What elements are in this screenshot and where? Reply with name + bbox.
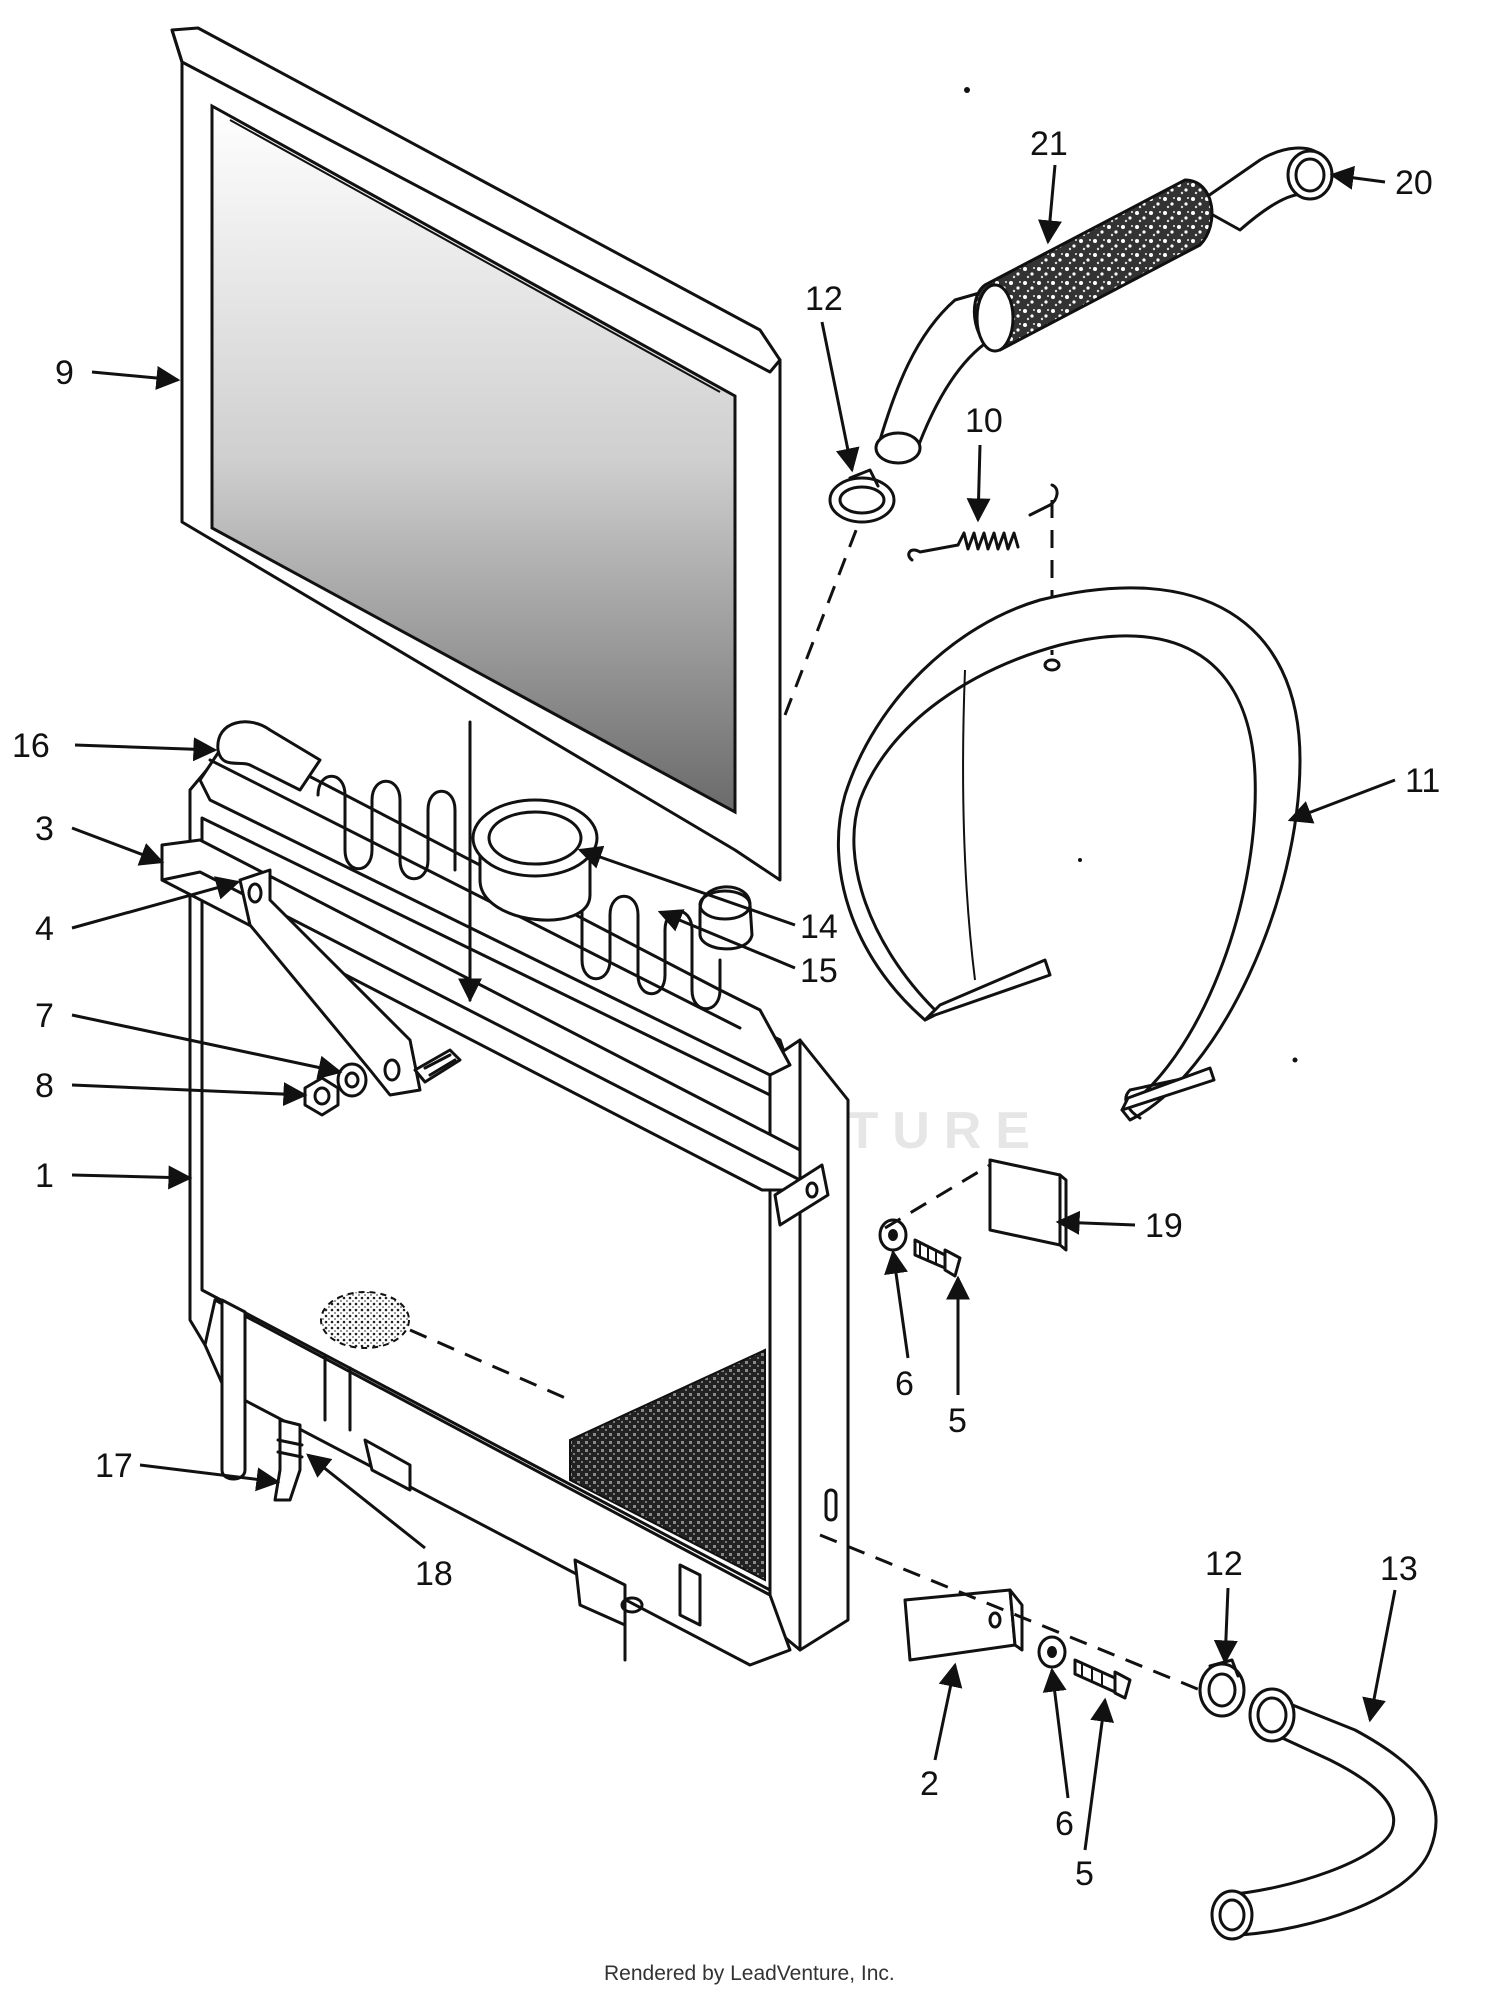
callout-6-lower: 6 (1055, 1805, 1074, 1843)
callout-6-upper: 6 (895, 1365, 914, 1403)
part-17-drain (273, 1418, 302, 1502)
part-20-upper-hose (874, 146, 1334, 465)
print-dot (1292, 1057, 1298, 1063)
callout-16: 16 (12, 727, 50, 765)
part-5-bolt-upper (913, 1238, 962, 1278)
part-10-spring (907, 483, 1059, 562)
part-12-clamp-upper (828, 468, 896, 524)
part-18-clamp (276, 1438, 304, 1459)
side-clip (773, 1163, 830, 1227)
dash-line-lower-hose (819, 1533, 1201, 1692)
callout-12-lower: 12 (1205, 1545, 1243, 1583)
part-6-washer-lower (1037, 1635, 1067, 1669)
callout-15: 15 (800, 952, 838, 990)
callout-1: 1 (35, 1157, 54, 1195)
part-16-hose (216, 720, 322, 792)
callout-19: 19 (1145, 1207, 1183, 1245)
callout-7: 7 (35, 997, 54, 1035)
callout-5-lower: 5 (1075, 1855, 1094, 1893)
callout-5-upper: 5 (948, 1402, 967, 1440)
callout-2: 2 (920, 1765, 939, 1803)
callout-10: 10 (965, 402, 1003, 440)
callout-21: 21 (1030, 125, 1068, 163)
callout-12-upper: 12 (805, 280, 843, 318)
callout-11: 11 (1405, 762, 1440, 800)
callout-14: 14 (800, 908, 838, 946)
dash-line-screen-clamp (783, 519, 862, 716)
dash-line-bolt-plate (884, 1163, 991, 1230)
part-8-nut (303, 1076, 340, 1117)
part-21-hose-sleeve (972, 178, 1214, 353)
part-5-bolt-lower (1073, 1658, 1132, 1700)
callout-3: 3 (35, 810, 54, 848)
print-dot (964, 87, 970, 93)
callout-20: 20 (1395, 164, 1433, 202)
callout-18: 18 (415, 1555, 453, 1593)
leader-lines (71, 164, 1397, 1851)
callout-8: 8 (35, 1067, 54, 1105)
part-11-shroud (836, 586, 1302, 1122)
part-19-plate (988, 1158, 1068, 1252)
part-2-bracket (903, 1588, 1024, 1662)
part-4-brace (238, 868, 462, 1097)
part-9-screen (170, 26, 782, 882)
part-7-washer (336, 1062, 368, 1098)
callout-17: 17 (95, 1447, 133, 1485)
part-12-clamp-lower (1198, 1658, 1246, 1718)
part-14-cap (471, 798, 599, 922)
footer-credit: Rendered by LeadVenture, Inc. (604, 1962, 895, 1985)
callout-labels: 9 16 3 4 7 8 1 17 18 20 21 12 10 11 14 1… (12, 125, 1440, 1893)
part-13-lower-hose (1210, 1687, 1438, 1941)
print-dot (1078, 858, 1082, 862)
callout-4: 4 (35, 910, 54, 948)
callout-9: 9 (55, 354, 74, 392)
callout-13: 13 (1380, 1550, 1418, 1588)
